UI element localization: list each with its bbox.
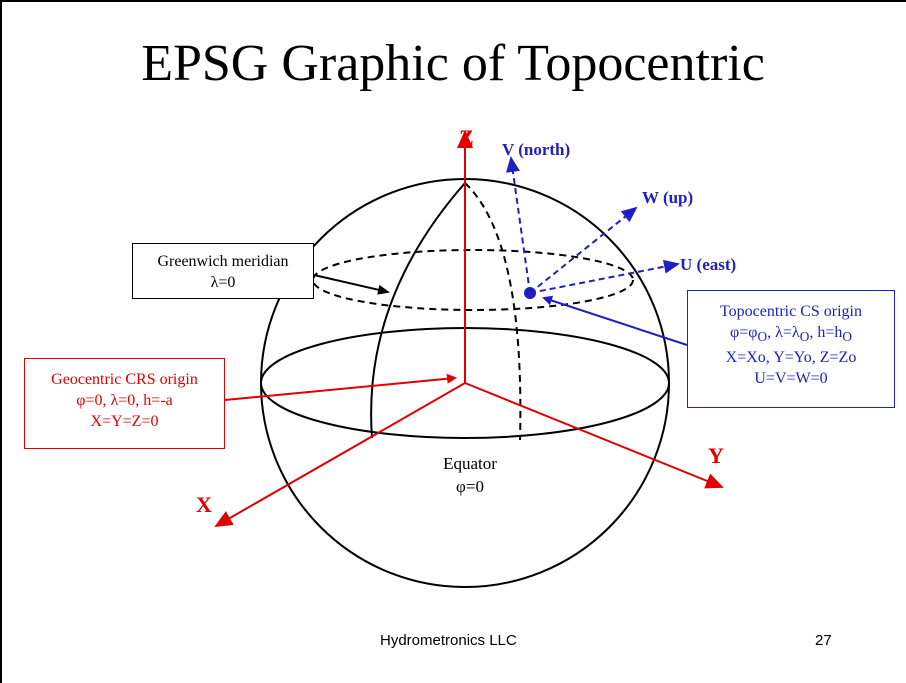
v-axis-label: V (north) [502,140,571,159]
y-axis [464,382,724,489]
geocentric-line3: X=Y=Z=0 [90,413,159,430]
greenwich-line2: λ=0 [210,274,236,291]
geocentric-pointer [224,373,457,401]
slide-frame-top [0,0,906,2]
y-axis-label: Y [708,443,724,468]
greenwich-line1: Greenwich meridian [157,253,289,270]
page-number: 27 [815,632,832,649]
w-axis-label: W (up) [642,188,694,207]
geocentric-line1: Geocentric CRS origin [51,371,198,388]
u-axis-label: U (east) [680,255,737,274]
equator-label: Equator φ=0 [425,452,515,498]
greenwich-pointer [313,274,390,295]
x-axis [214,382,466,527]
greenwich-meridian-box: Greenwich meridian λ=0 [132,243,314,299]
v-axis [506,156,531,294]
topocentric-origin-box: Topocentric CS origin φ=φO, λ=λO, h=hO X… [687,290,895,408]
x-axis-label: X [196,492,212,517]
topocentric-line2: φ=φO, λ=λO, h=hO [730,324,852,345]
topocentric-line4: U=V=W=0 [754,370,828,388]
equator-line2: φ=0 [456,477,484,496]
slide-frame-left [0,0,2,683]
z-axis-label: Z [459,125,474,150]
footer-company: Hydrometronics LLC [380,632,517,649]
topocentric-line1: Topocentric CS origin [720,303,862,320]
topocentric-pointer [542,295,688,346]
u-axis [529,259,680,294]
equator-line1: Equator [443,454,497,473]
geocentric-line2: φ=0, λ=0, h=-a [76,392,173,409]
w-axis [529,206,638,294]
slide-title: EPSG Graphic of Topocentric [141,35,765,92]
geocentric-origin-box: Geocentric CRS origin φ=0, λ=0, h=-a X=Y… [24,358,225,449]
latitude-circle [312,249,634,311]
greenwich-meridian-arc [370,182,466,439]
topocentric-line3: X=Xo, Y=Yo, Z=Zo [725,349,857,367]
meridian-arc-dashed [464,182,522,441]
